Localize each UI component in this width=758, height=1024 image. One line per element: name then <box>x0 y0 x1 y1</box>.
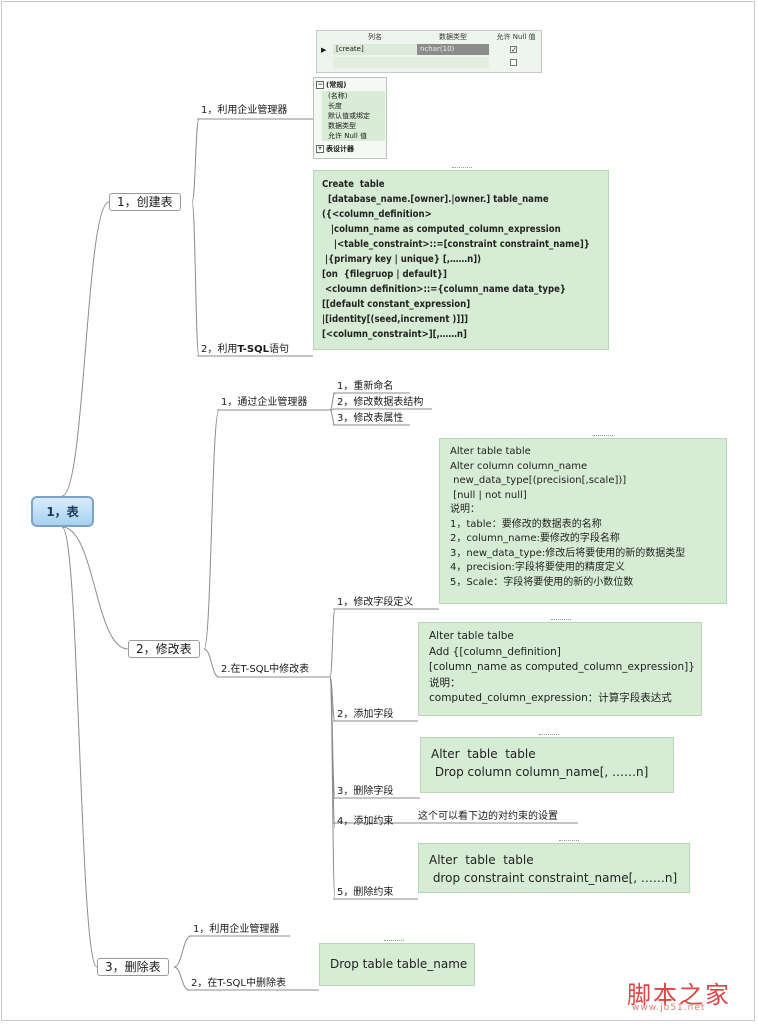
create-to-em <box>191 118 200 203</box>
delete-to-tsql <box>173 966 190 991</box>
grid-header-name: 列名 <box>368 33 382 41</box>
allow-null-checkbox-checked: ✓ <box>510 46 517 54</box>
row-pointer-icon: ▶ <box>321 46 327 54</box>
modify-em-item-structure[interactable]: 2，修改数据表结构 <box>337 397 424 408</box>
create-tsql-suffix: 语句 <box>268 344 289 355</box>
root-node[interactable]: 1，表 <box>31 496 94 527</box>
alter-column-text: Alter table table Alter column column_na… <box>450 446 686 588</box>
props-section-general: −(常规) <box>316 81 347 89</box>
modify-em-item-properties[interactable]: 3，修改表属性 <box>337 413 404 424</box>
create-syntax-note: Create table [database_name.[owner].|own… <box>313 167 609 350</box>
root-to-delete <box>61 526 98 968</box>
props-section-designer: +表设计器 <box>316 145 354 153</box>
props-row: (名称) <box>322 91 385 101</box>
props-row: 默认值或绑定 <box>322 111 385 121</box>
create-tsql-node[interactable]: 2，利用T-SQL语句 <box>199 343 291 356</box>
expand-icon: + <box>316 145 324 153</box>
props-row: 数据类型 <box>322 121 385 131</box>
modify-em-node[interactable]: 1，通过企业管理器 <box>221 397 308 408</box>
delete-em-node[interactable]: 1，利用企业管理器 <box>193 924 280 935</box>
column-properties-image: −(常规) (名称) 长度 默认值或绑定 数据类型 允许 Null 值 +表设计… <box>313 77 387 159</box>
note-tab <box>551 619 571 624</box>
column-grid-image: 列名 数据类型 允许 Null 值 ▶ [create] nchar(10) ✓ <box>316 30 542 73</box>
delete-to-em <box>173 935 192 968</box>
drop-constraint-note: Alter table table drop constraint constr… <box>418 840 690 893</box>
create-tsql-bold: T-SQL <box>237 344 269 355</box>
grid-header-type: 数据类型 <box>439 33 467 41</box>
modify-tsql-item-drop-column[interactable]: 3，删除字段 <box>337 786 394 797</box>
grid-header-null: 允许 Null 值 <box>496 33 536 41</box>
drop-table-note: Drop table table_name <box>319 940 475 986</box>
collapse-icon: − <box>316 81 324 89</box>
modify-em-item-rename[interactable]: 1，重新命名 <box>337 381 394 392</box>
create-syntax-text: Create table [database_name.[owner].|own… <box>322 179 590 340</box>
watermark-logo: 脚本之家 <box>627 981 731 1009</box>
create-to-tsql <box>191 201 200 357</box>
modify-tsql-item-add-constraint[interactable]: 4，添加约束 <box>337 816 394 827</box>
add-column-note: Alter table talbe Add {[column_definitio… <box>418 619 702 716</box>
watermark-url: www.jb51.net <box>632 1003 706 1013</box>
delete-tsql-node[interactable]: 2，在T-SQL中删除表 <box>191 978 286 989</box>
props-row: 长度 <box>322 101 385 111</box>
add-column-text: Alter table talbe Add {[column_definitio… <box>429 630 695 704</box>
branch-create-table[interactable]: 1，创建表 <box>109 193 181 211</box>
allow-null-checkbox-empty <box>510 59 517 66</box>
root-to-create <box>61 201 110 497</box>
modify-tsql-item-drop-constraint[interactable]: 5，删除约束 <box>337 887 394 898</box>
tsql-to-drop-con <box>329 676 336 900</box>
modify-tsql-item-alter-column[interactable]: 1，修改字段定义 <box>337 597 414 608</box>
modify-to-em <box>203 409 220 650</box>
branch-delete-table[interactable]: 3，删除表 <box>97 958 169 976</box>
drop-table-text: Drop table table_name <box>330 957 468 971</box>
drop-column-text: Alter table table Drop column column_nam… <box>431 747 649 779</box>
modify-tsql-item-add-column[interactable]: 2，添加字段 <box>337 709 394 720</box>
modify-tsql-node[interactable]: 2.在T-SQL中修改表 <box>221 664 310 675</box>
alter-column-note: Alter table table Alter column column_na… <box>439 435 727 604</box>
note-tab <box>539 734 559 739</box>
grid-empty-row <box>333 57 489 68</box>
grid-cell-name: [create] <box>333 44 417 55</box>
tsql-to-alter <box>329 608 336 678</box>
branch-modify-table[interactable]: 2，修改表 <box>128 640 200 658</box>
note-tab <box>384 940 404 945</box>
props-row: 允许 Null 值 <box>322 131 385 141</box>
note-tab <box>452 167 472 172</box>
add-constraint-note: 这个可以看下边的对约束的设置 <box>418 811 558 822</box>
note-tab <box>593 435 613 440</box>
create-em-node[interactable]: 1，利用企业管理器 <box>201 105 288 116</box>
grid-cell-type: nchar(10) <box>417 44 489 55</box>
note-tab <box>559 840 579 845</box>
drop-constraint-text: Alter table table drop constraint constr… <box>429 853 678 885</box>
create-tsql-prefix: 2，利用 <box>201 344 238 355</box>
drop-column-note: Alter table table Drop column column_nam… <box>420 734 674 793</box>
root-to-modify <box>61 526 129 650</box>
modify-to-tsql <box>203 648 220 678</box>
